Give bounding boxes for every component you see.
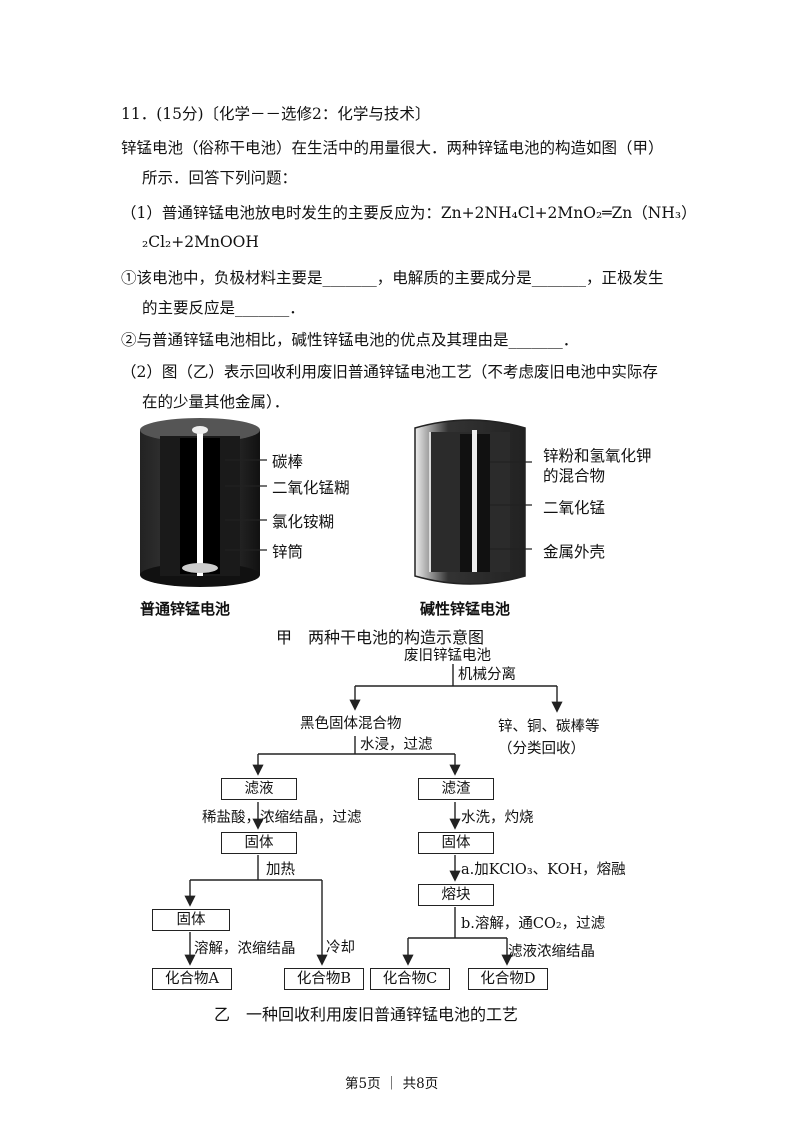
q1-sub1-line2: 的主要反应是_______． bbox=[142, 299, 305, 317]
label-zinc-can: 锌筒 bbox=[272, 543, 304, 561]
flow-step-cool: 冷却 bbox=[326, 940, 355, 956]
figure-yi-title: 乙 一种回收利用废旧普通锌锰电池的工艺 bbox=[214, 1005, 519, 1024]
q1-sub1-line1: ①该电池中，负极材料主要是_______，电解质的主要成分是_______，正极… bbox=[121, 269, 664, 287]
flow-black-mixture: 黑色固体混合物 bbox=[300, 716, 402, 732]
label-nh4cl-paste: 氯化铵糊 bbox=[272, 513, 335, 531]
q2-line1: （2）图（乙）表示回收利用废旧普通锌锰电池工艺（不考虑废旧电池中实际存 bbox=[121, 363, 658, 381]
flow-box-compound-a: 化合物A bbox=[152, 968, 232, 990]
figure-jia-title: 甲 两种干电池的构造示意图 bbox=[276, 628, 485, 647]
flow-box-solid-left: 固体 bbox=[221, 832, 297, 854]
flow-box-melt: 熔块 bbox=[418, 884, 494, 906]
page-footer: 第5页 ｜ 共8页 bbox=[345, 1076, 439, 1092]
flow-step-heat: 加热 bbox=[266, 862, 295, 878]
caption-alkaline-battery: 碱性锌锰电池 bbox=[420, 600, 511, 618]
label-zinc-koh-mix: 锌粉和氢氧化钾 bbox=[543, 447, 652, 465]
flow-step-filtrate-treatment: 稀盐酸，浓缩结晶，过滤 bbox=[202, 810, 362, 826]
flow-step-b: b.溶解，通CO₂，过滤 bbox=[461, 916, 606, 932]
flow-step-separation: 机械分离 bbox=[458, 667, 516, 683]
flow-step-a: a.加KClO₃、KOH，熔融 bbox=[461, 862, 626, 878]
q1-line2: ₂Cl₂+2MnOOH bbox=[142, 233, 259, 251]
flow-box-compound-b: 化合物B bbox=[284, 968, 364, 990]
q1-sub2: ②与普通锌锰电池相比，碱性锌锰电池的优点及其理由是_______． bbox=[121, 331, 579, 349]
flow-box-residue: 滤渣 bbox=[418, 778, 494, 800]
flow-recycle-metals: 锌、铜、碳棒等 bbox=[498, 719, 600, 735]
label-leader-lines-left bbox=[225, 459, 267, 551]
q1-line1: （1）普通锌锰电池放电时发生的主要反应为：Zn+2NH₄Cl+2MnO₂═Zn（… bbox=[121, 204, 697, 222]
label-mno2: 二氧化锰 bbox=[543, 499, 606, 517]
question-intro-line1: 锌锰电池（俗称干电池）在生活中的用量很大．两种锌锰电池的构造如图（甲） bbox=[121, 139, 664, 157]
label-mno2-paste: 二氧化锰糊 bbox=[272, 479, 350, 497]
flow-step-dissolve-crystallize: 溶解，浓缩结晶 bbox=[194, 941, 296, 957]
question-intro-line2: 所示．回答下列问题： bbox=[142, 169, 298, 187]
label-leader-lines-right bbox=[490, 461, 532, 550]
q2-line2: 在的少量其他金属）． bbox=[142, 393, 290, 411]
label-carbon-rod: 碳棒 bbox=[272, 453, 304, 471]
flow-box-compound-d: 化合物D bbox=[468, 968, 548, 990]
flow-box-solid-right: 固体 bbox=[418, 832, 494, 854]
label-metal-shell: 金属外壳 bbox=[543, 543, 606, 561]
flow-start-label: 废旧锌锰电池 bbox=[404, 648, 491, 664]
label-zinc-koh-mix-2: 的混合物 bbox=[543, 467, 606, 485]
flow-step-filtrate-concentrate: 滤液浓缩结晶 bbox=[508, 944, 595, 960]
ordinary-battery-illustration bbox=[140, 418, 260, 587]
flow-box-filtrate: 滤液 bbox=[221, 778, 297, 800]
flow-box-solid-lower: 固体 bbox=[152, 909, 230, 931]
flow-step-residue-treatment: 水洗，灼烧 bbox=[461, 810, 534, 826]
question-header: 11．(15分)〔化学－－选修2：化学与技术〕 bbox=[121, 105, 431, 123]
flow-box-compound-c: 化合物C bbox=[370, 968, 450, 990]
flow-recycle-note: （分类回收） bbox=[498, 741, 585, 757]
flow-step-leach: 水浸，过滤 bbox=[360, 737, 433, 753]
caption-ordinary-battery: 普通锌锰电池 bbox=[140, 600, 231, 618]
